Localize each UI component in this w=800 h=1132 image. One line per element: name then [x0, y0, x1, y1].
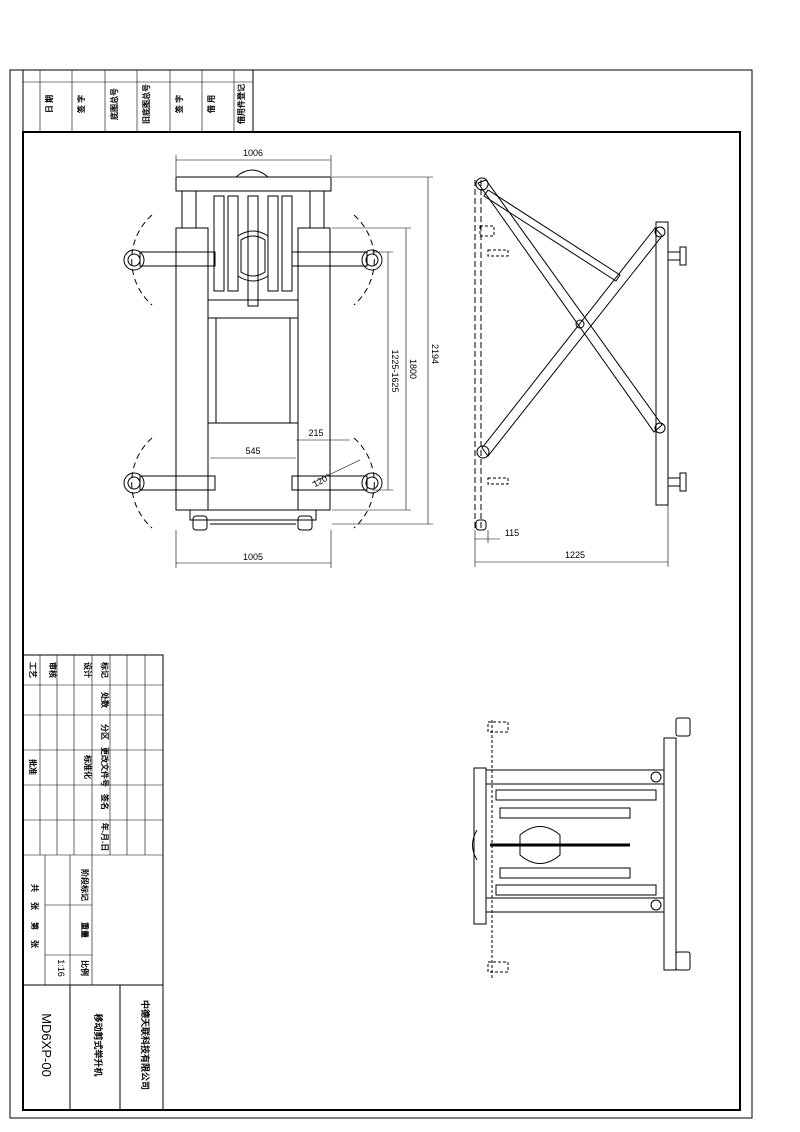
dim-arm-offset: 215: [308, 428, 323, 438]
dim-angle: 120°: [311, 471, 332, 489]
tb-cell-no: 第: [30, 922, 40, 930]
tb-cell-review: 审核: [48, 662, 58, 678]
dim-arm-range: 1225-1625: [390, 349, 400, 392]
tb-cell-design: 设计: [83, 662, 93, 678]
tb-cell-date: 年.月.日: [100, 823, 110, 851]
dim-height-total: 2194: [430, 344, 440, 364]
inner-border: [22, 131, 741, 1111]
tb-cell-weight: 重量: [80, 922, 90, 938]
tb-cell-approve: 批准: [28, 759, 38, 775]
front-view: [123, 169, 383, 531]
product-name: 移动剪式举升机: [93, 1013, 104, 1076]
tb-cell-standardization: 标准化: [83, 754, 93, 779]
tb-cell-signature: 签名: [100, 793, 110, 810]
dim-bottom-width: 1005: [243, 552, 263, 562]
tb-cell-scale-label: 比例: [80, 960, 90, 976]
top-view: [472, 717, 691, 980]
rev-cell-sign-2: 签 字: [174, 95, 184, 114]
rev-cell-base-no: 底图总号: [109, 88, 119, 121]
company-name: 中德天联科技有限公司: [140, 1000, 151, 1090]
rev-cell-old-base-no: 旧底图总号: [141, 84, 151, 124]
tb-cell-total: 共: [30, 884, 40, 892]
dim-top-width: 1006: [243, 148, 263, 158]
dim-inner-span: 545: [245, 446, 260, 456]
dim-length-frame: 1800: [408, 359, 418, 379]
scale-value: 1:16: [56, 959, 66, 977]
dim-base-offset: 115: [505, 528, 519, 538]
tb-cell-process: 工艺: [28, 662, 38, 678]
outer-border: [9, 69, 753, 1119]
tb-cell-mark: 标记: [100, 661, 110, 678]
drawing-number: MD6XP-00: [39, 1013, 54, 1077]
rev-cell-borrow-reg: 借用件登记: [236, 84, 246, 125]
dim-overall-length: 1225: [565, 550, 585, 560]
rev-cell-sign: 签 字: [76, 95, 86, 114]
side-view-dimensions: [474, 505, 669, 567]
tb-cell-change-doc: 更改文件号: [100, 747, 110, 787]
rev-cell-borrow: 借 用: [206, 95, 216, 114]
rev-cell-date: 日 期: [44, 95, 54, 113]
tb-cell-sheet-2: 张: [30, 940, 39, 949]
side-view: [474, 177, 687, 531]
tb-cell-stage: 阶段标记: [80, 869, 90, 901]
front-view-dimensions: [175, 155, 433, 568]
revision-strip: 日 期 签 字 底图总号 旧底图总号 签 字 借 用 借用件登记: [22, 69, 254, 133]
tb-cell-sheet: 张: [30, 902, 39, 911]
title-block: [22, 654, 164, 1111]
tb-cell-count: 处数: [100, 691, 110, 709]
tb-cell-zone: 分区: [100, 724, 110, 740]
